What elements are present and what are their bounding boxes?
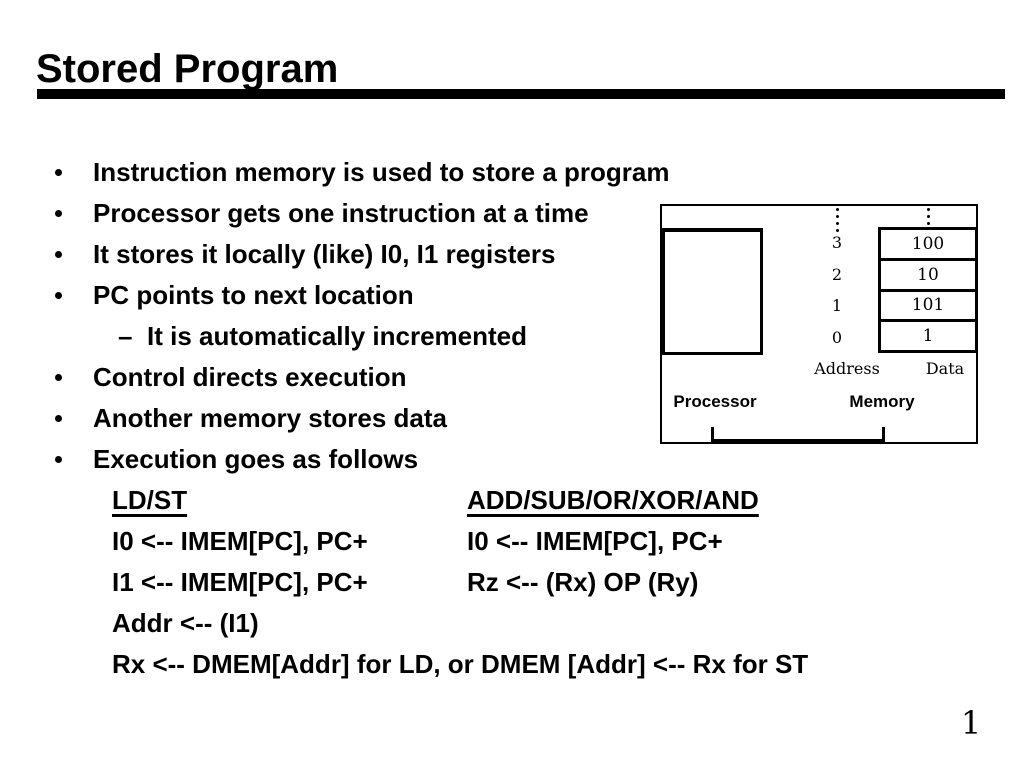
bullet-item: Another memory stores data	[0, 398, 1024, 439]
page-number: 1	[960, 704, 982, 742]
bullet-dot-icon	[55, 374, 62, 381]
ldst-line: Rx <-- DMEM[Addr] for LD, or DMEM [Addr]…	[112, 649, 809, 679]
address-value: 0	[831, 327, 843, 347]
data-cell: 1	[881, 319, 975, 350]
sub-bullet-dash-icon: –	[118, 321, 133, 351]
bullet-dot-icon	[55, 169, 62, 176]
memory-data-box: 100 10 101 1	[878, 227, 978, 353]
bullet-dot-icon	[55, 210, 62, 217]
bullet-item: Instruction memory is used to store a pr…	[0, 152, 1024, 193]
bullet-dot-icon	[55, 415, 62, 422]
bus-connector-line	[711, 439, 885, 442]
execution-row: Addr <-- (I1)	[0, 603, 1024, 644]
address-value: 1	[831, 296, 843, 316]
execution-row: I0 <-- IMEM[PC], PC+ I0 <-- IMEM[PC], PC…	[0, 521, 1024, 562]
bullet-item: PC points to next location	[0, 275, 1024, 316]
bullet-dot-icon	[55, 292, 62, 299]
bullet-text: Instruction memory is used to store a pr…	[93, 157, 670, 187]
processor-label: Processor	[673, 392, 757, 411]
bus-tick-right	[882, 427, 885, 442]
ldst-line: I1 <-- IMEM[PC], PC+	[112, 567, 368, 597]
bullet-item: It stores it locally (like) I0, I1 regis…	[0, 234, 1024, 275]
address-value: 3	[831, 233, 843, 253]
data-cell: 101	[881, 288, 975, 320]
ldst-line: Addr <-- (I1)	[112, 608, 259, 638]
execution-row: Rx <-- DMEM[Addr] for LD, or DMEM [Addr]…	[0, 644, 1024, 685]
bus-tick-left	[711, 427, 714, 442]
bullet-dot-icon	[55, 456, 62, 463]
alu-line: I0 <-- IMEM[PC], PC+	[467, 526, 723, 556]
execution-header-row: LD/ST ADD/SUB/OR/XOR/AND	[0, 480, 1024, 521]
title-underline-rule	[37, 89, 1005, 99]
bullet-text: Processor gets one instruction at a time	[93, 198, 589, 228]
alu-ops-header: ADD/SUB/OR/XOR/AND	[467, 485, 759, 515]
bullet-item: Control directs execution	[0, 357, 1024, 398]
data-label: Data	[925, 359, 965, 378]
bullet-text: Another memory stores data	[93, 403, 447, 433]
processor-box	[660, 228, 763, 355]
bullet-text: Execution goes as follows	[93, 444, 419, 474]
address-vertical-ellipsis-icon	[832, 208, 842, 232]
address-column: 3 2 1 0	[812, 227, 862, 353]
bullet-list: Instruction memory is used to store a pr…	[0, 152, 1024, 685]
data-cell: 100	[911, 233, 945, 254]
bullet-text: PC points to next location	[93, 280, 414, 310]
address-value: 2	[831, 264, 843, 284]
data-cell: 10	[881, 257, 975, 289]
execution-row: I1 <-- IMEM[PC], PC+ Rz <-- (Rx) OP (Ry)	[0, 562, 1024, 603]
bullet-text: Control directs execution	[93, 362, 407, 392]
page-title: Stored Program	[36, 46, 339, 91]
processor-memory-diagram: 3 2 1 0 100 10 101 1 Address Data Proces…	[660, 204, 978, 444]
memory-label: Memory	[849, 392, 915, 411]
address-label: Address	[814, 359, 880, 378]
ldst-line: I0 <-- IMEM[PC], PC+	[112, 526, 368, 556]
sub-bullet-text: It is automatically incremented	[147, 321, 528, 351]
ldst-header: LD/ST	[112, 485, 188, 515]
bullet-item: Execution goes as follows	[0, 439, 1024, 480]
sub-bullet-item: – It is automatically incremented	[0, 316, 1024, 357]
bullet-dot-icon	[55, 251, 62, 258]
bullet-text: It stores it locally (like) I0, I1 regis…	[93, 239, 556, 269]
bullet-item: Processor gets one instruction at a time	[0, 193, 1024, 234]
alu-line: Rz <-- (Rx) OP (Ry)	[467, 567, 699, 597]
